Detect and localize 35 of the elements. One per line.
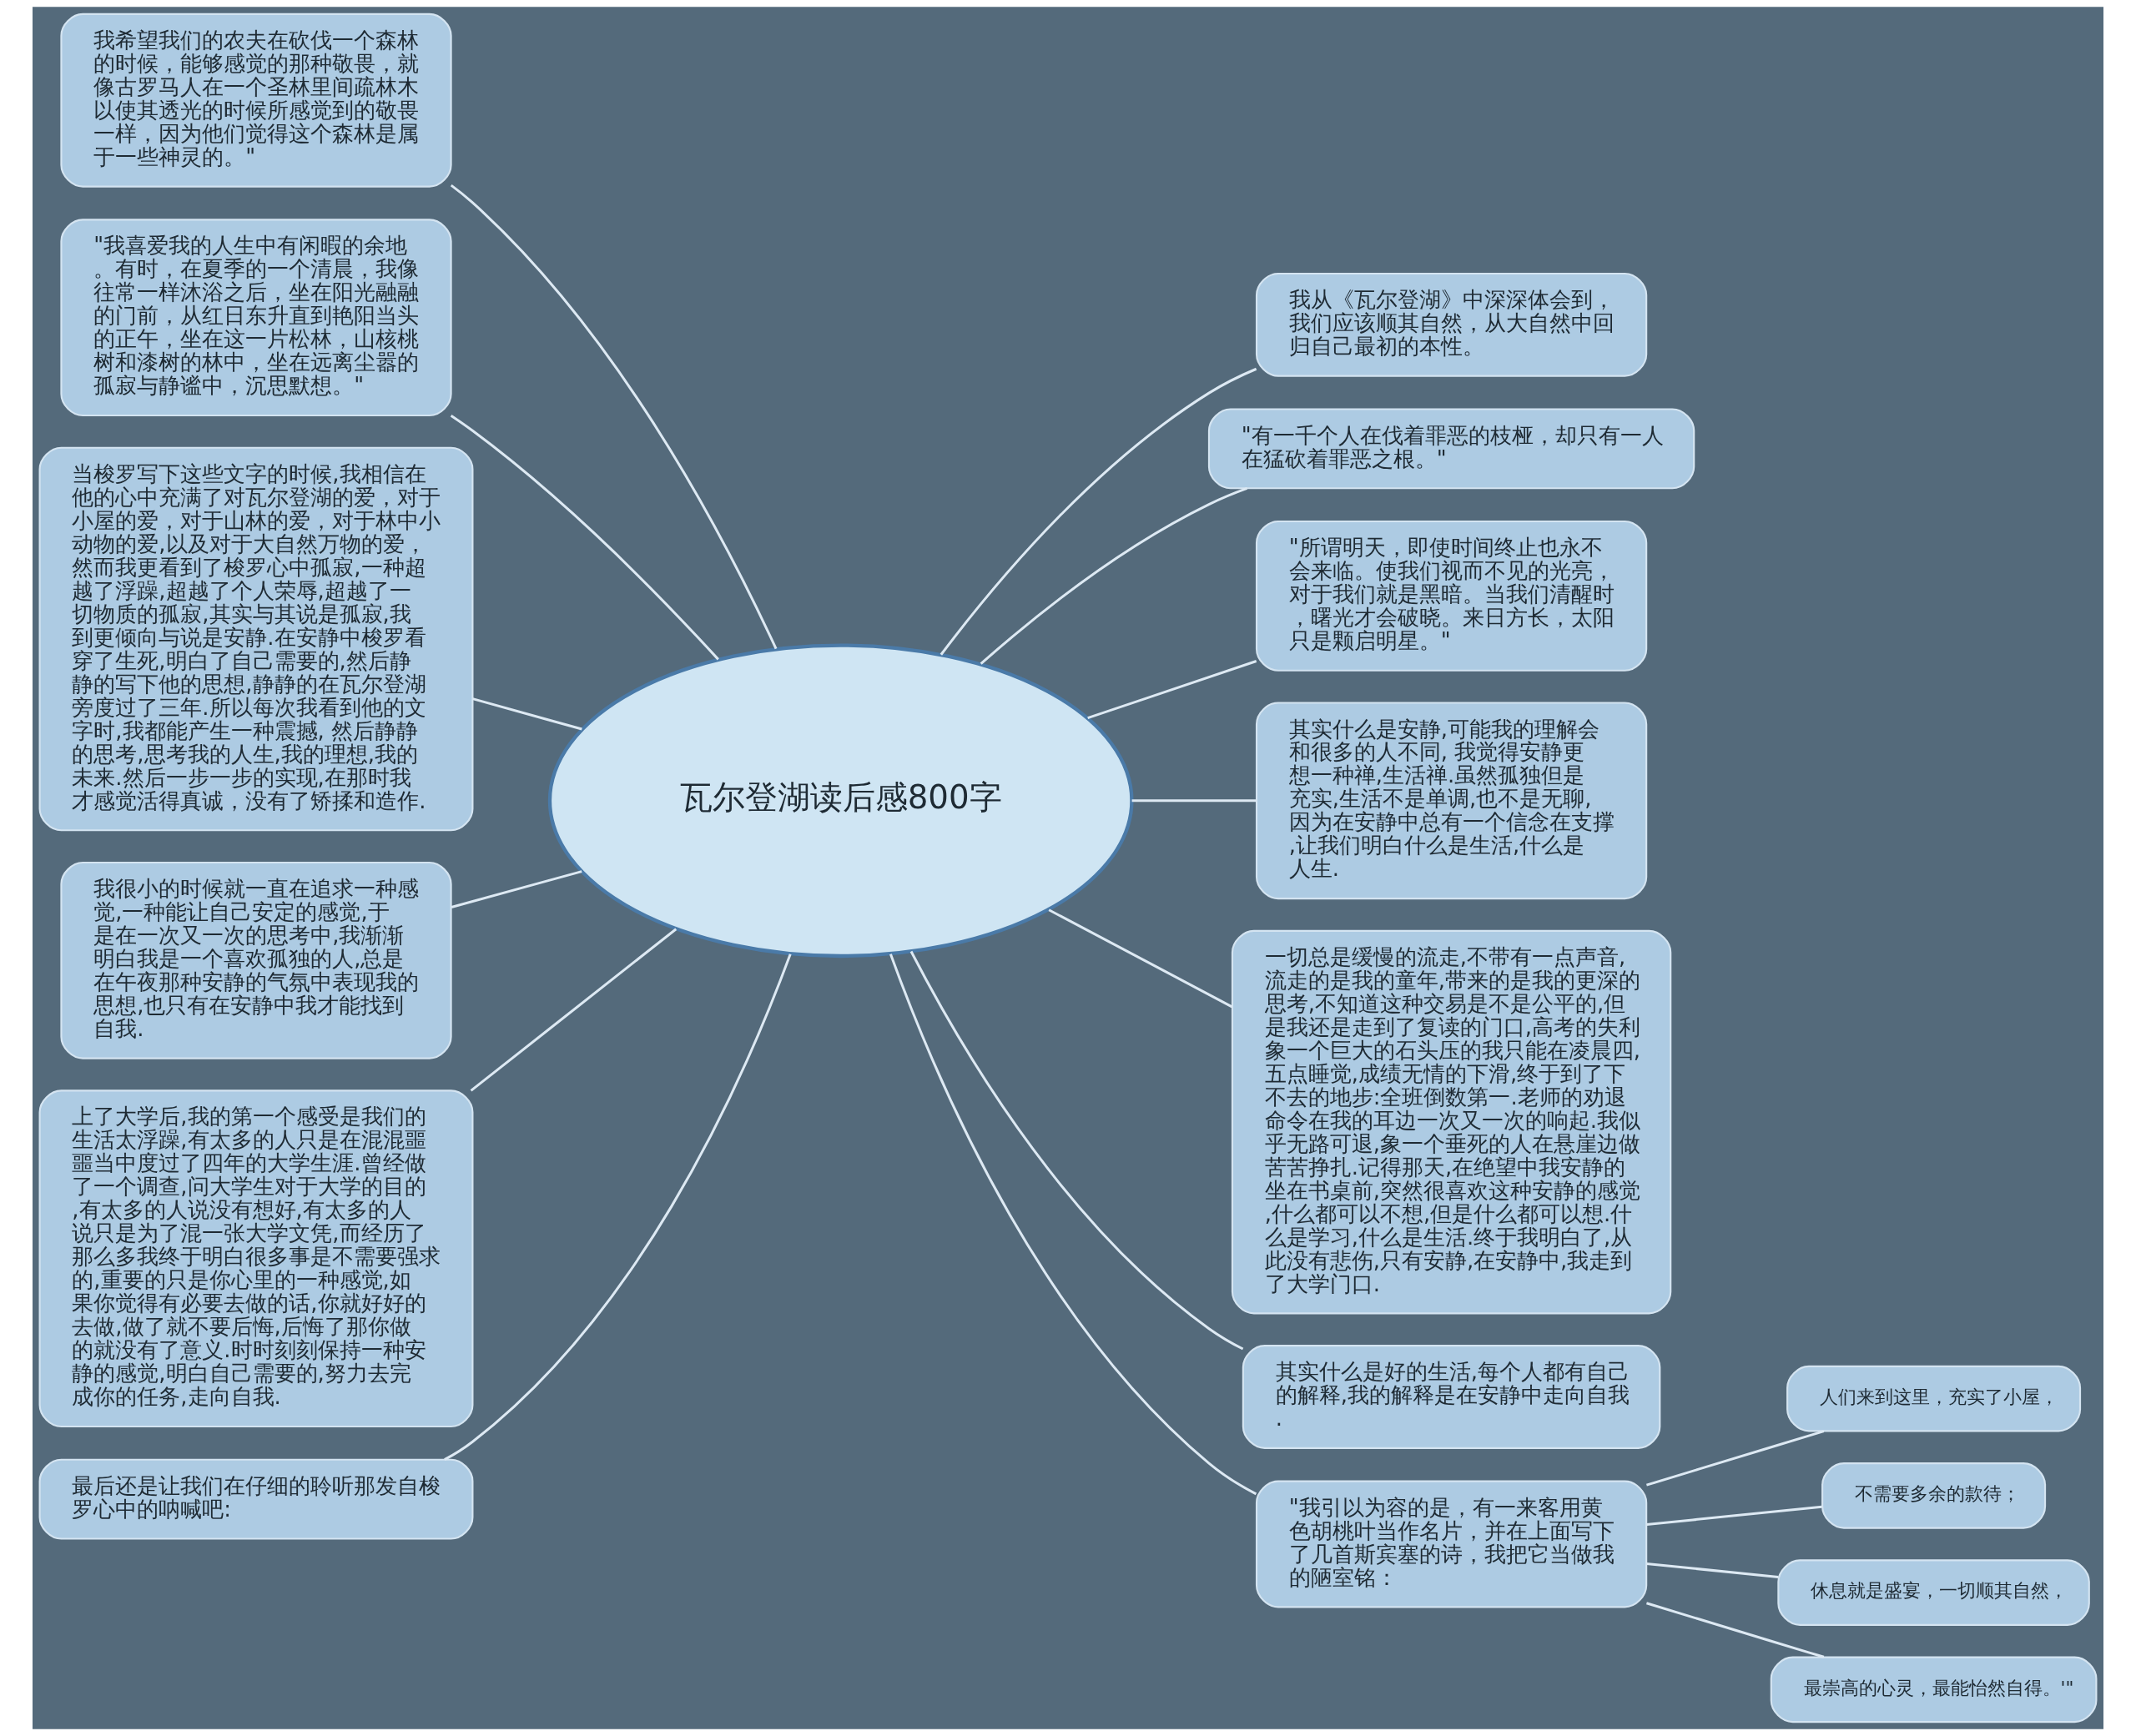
connector — [444, 954, 792, 1461]
node-box: 我很小的时候就一直在追求一种感觉,一种能让自己安定的感觉,于是在一次又一次的思考中,我渐渐明白我是一个喜欢孤独的人,总是在午夜那种安静的气氛中表现我的思想,也只有在安静中我才能找到自我. — [60, 861, 452, 1059]
connector — [909, 950, 1244, 1351]
connector — [889, 954, 1257, 1496]
node-box: "我引以为容的是，有一来客用黄色胡桃叶当作名片，并在上面写下了几首斯宾塞的诗，我把它当做我的陋室铭： — [1255, 1480, 1648, 1608]
node-box: 上了大学后,我的第一个感受是我们的生活太浮躁,有太多的人只是在混混噩噩当中度过了四年的大学生涯.曾经做了一个调查,问大学生对于大学的目的,有太多的人说没有想好,有太多的人说只是为了混一张大学文凭,而经历了那么多我终于明白很多事是不需要强求的,重要的只是你心里的一种感觉,如果你觉得有必要去做的话,你就好好的去做,做了就不要后悔,后悔了那你做的就没有了意义.时时刻刻保持一种安静的感觉,明白自己需要的,努力去完成你的任务,走向自我. — [38, 1089, 474, 1428]
connector — [450, 415, 719, 661]
node-box: 不需要多余的款待； — [1821, 1462, 2047, 1529]
node-box: 我从《瓦尔登湖》中深深体会到，我们应该顺其自然，从大自然中回归自己最初的本性。 — [1255, 272, 1648, 377]
node-box: 当梭罗写下这些文字的时候,我相信在他的心中充满了对瓦尔登湖的爱，对于小屋的爱，对于山林的爱，对于林中小动物的爱,以及对于大自然万物的爱，然而我更看到了梭罗心中孤寂,一种超越了浮躁,超越了个人荣辱,超越了一切物质的孤寂,其实与其说是孤寂,我到更倾向与说是安静.在安静中梭罗看穿了生死,明白了自己需要的,然后静静的写下他的思想,静静的在瓦尔登湖旁度过了三年.所以每次我看到他的文字时,我都能产生一种震撼, 然后静静的思考,思考我的人生,我的理想,我的未来.然后一步一步的实现,在那时我才感觉活得真诚，没有了矫揉和造作. — [38, 446, 474, 832]
node-box: "有一千个人在伐着罪恶的枝桠，却只有一人在猛砍着罪恶之根。" — [1207, 408, 1695, 490]
node-box: 其实什么是好的生活,每个人都有自己的解释,我的解释是在安静中走向自我. — [1242, 1345, 1661, 1449]
connector — [470, 928, 678, 1092]
node-box: 我希望我们的农夫在砍伐一个森林的时候，能够感觉的那种敬畏，就像古罗马人在一个圣林里间疏林木以使其透光的时候所感觉到的敬畏一样，因为他们觉得这个森林是属于一些神灵的。" — [60, 13, 452, 188]
connector — [451, 870, 582, 908]
node-box: 人们来到这里，充实了小屋， — [1786, 1365, 2082, 1432]
connector — [1131, 799, 1257, 803]
node-box: 最崇高的心灵，最能怡然自得。'" — [1770, 1656, 2098, 1723]
node-box: "所谓明天，即使时间终止也永不会来临。使我们视而不见的光亮，对于我们就是黑暗。当我们清醒时，曙光才会破晓。来日方长，太阳只是颗启明星。" — [1255, 520, 1648, 672]
connector — [1646, 1430, 1825, 1487]
connector — [472, 697, 582, 731]
node-box: "我喜爱我的人生中有闲暇的余地。有时，在夏季的一个清晨，我像往常一样沐浴之后，坐在阳光融融的门前，从红日东升直到艳阳当头的正午，坐在这一片松林，山核桃树和漆树的林中，坐在远离尘嚣的孤寂与静谧中，沉思默想。" — [60, 219, 452, 417]
connector — [1646, 1562, 1779, 1578]
node-box: 最后还是让我们在仔细的聆听那发自梭罗心中的呐喊吧: — [38, 1458, 474, 1540]
node-box: 一切总是缓慢的流走,不带有一点声音,流走的是我的童年,带来的是我的更深的思考,不知道这种交易是不是公平的,但是我还是走到了复读的门口,高考的失利象一个巨大的石头压的我只能在凌晨四,五点睡觉,成绩无情的下滑,终于到了下不去的地步:全班倒数第一.老师的劝退命令在我的耳边一次又一次的响起.我似乎无路可退,象一个垂死的人在悬崖边做苦苦挣扎.记得那天,在绝望中我安静的坐在书桌前,突然很喜欢这种安静的感觉,什么都可以不想,但是什么都可以想.什么是学习,什么是生活.终于我明白了,从此没有悲伤,只有安静,在安静中,我走到了大学门口. — [1231, 929, 1672, 1315]
connector — [980, 487, 1248, 665]
connector — [450, 184, 778, 650]
node-box: 其实什么是安静,可能我的理解会和很多的人不同, 我觉得安静更想一种禅,生活禅.虽然孤独但是充实,生活不是单调,也不是无聊,因为在安静中总有一个信念在支撑,让我们明白什么是生活,什么是人生. — [1255, 702, 1648, 900]
connector — [940, 367, 1257, 656]
node-ellipse: 瓦尔登湖读后感800字 — [547, 643, 1134, 959]
connector — [1087, 660, 1257, 720]
node-box: 休息就是盛宴，一切顺其自然， — [1777, 1559, 2090, 1626]
connector — [1646, 1505, 1822, 1526]
connector — [1048, 908, 1233, 1009]
connector — [1646, 1602, 1825, 1658]
